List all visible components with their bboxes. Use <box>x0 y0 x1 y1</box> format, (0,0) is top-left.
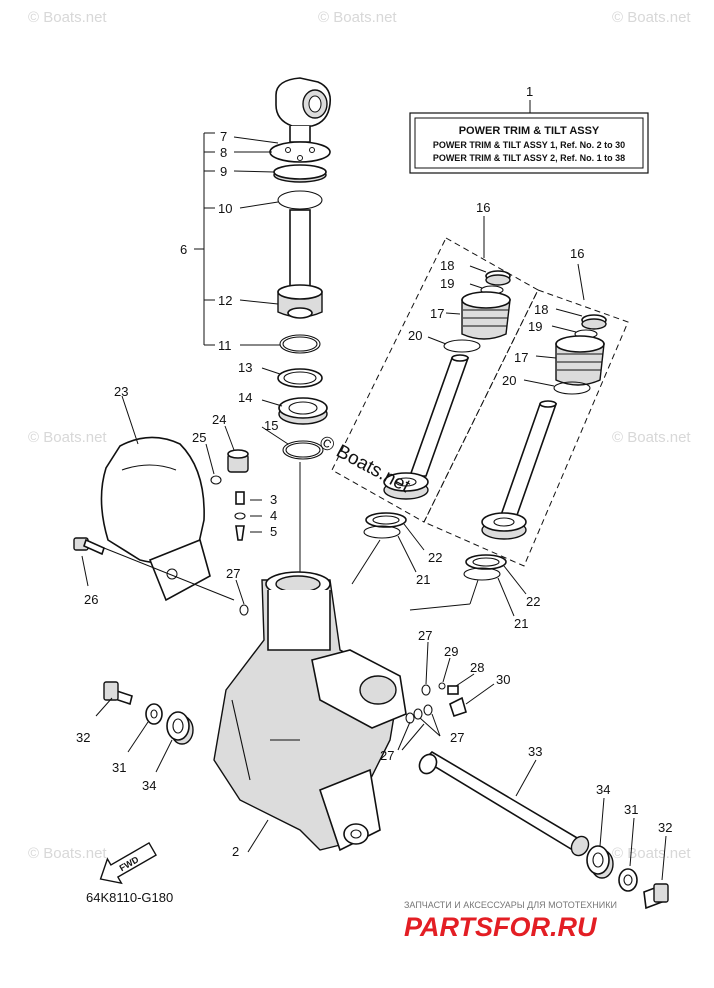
reservoir-cover <box>100 395 211 602</box>
callout-30: 30 <box>496 672 510 687</box>
callout-18a: 18 <box>440 258 454 273</box>
callout-29: 29 <box>444 644 458 659</box>
callout-23: 23 <box>114 384 128 399</box>
title-line-2: POWER TRIM & TILT ASSY 1, Ref. No. 2 to … <box>433 140 625 150</box>
footer-caption: ЗАПЧАСТИ И АКСЕССУАРЫ ДЛЯ МОТОТЕХНИКИ <box>404 900 617 910</box>
small-parts-left <box>205 425 262 541</box>
watermark-top-center: © Boats.net <box>318 9 397 26</box>
bracket-leaders-left <box>194 132 289 445</box>
main-cylinder-body <box>213 571 407 853</box>
callout-19a: 19 <box>440 276 454 291</box>
trim-cylinder-group-1 <box>331 216 539 523</box>
right-hardware <box>586 797 669 910</box>
watermark-bottom-right: © Boats.net <box>612 845 691 862</box>
callout-11: 11 <box>218 338 232 353</box>
callout-3: 3 <box>270 492 277 507</box>
callout-27b: 27 <box>418 628 432 643</box>
callout-31b: 31 <box>624 802 638 817</box>
callout-33: 33 <box>528 744 542 759</box>
diagram-code: 64K8110-G180 <box>86 890 173 905</box>
callout-22b: 22 <box>526 594 540 609</box>
left-hardware <box>73 537 235 773</box>
callout-12: 12 <box>218 293 232 308</box>
tilt-rod-assembly <box>269 77 332 588</box>
callout-19b: 19 <box>528 319 542 334</box>
title-box: 1 POWER TRIM & TILT ASSY POWER TRIM & TI… <box>409 84 649 174</box>
callout-27c: 27 <box>380 748 394 763</box>
callout-13: 13 <box>238 360 252 375</box>
callout-27d: 27 <box>450 730 464 745</box>
watermark-mid-left: © Boats.net <box>28 429 107 446</box>
callout-26: 26 <box>84 592 98 607</box>
callout-14: 14 <box>238 390 252 405</box>
callout-16a: 16 <box>476 200 490 215</box>
seals-21-22 <box>351 512 527 617</box>
callout-20a: 20 <box>408 328 422 343</box>
footer-logo: PARTSFOR.RU <box>404 912 598 942</box>
callout-18b: 18 <box>534 302 548 317</box>
callout-1: 1 <box>526 84 533 99</box>
watermark-top-right: © Boats.net <box>612 9 691 26</box>
callout-32b: 32 <box>658 820 672 835</box>
callout-17b: 17 <box>514 350 528 365</box>
callout-2: 2 <box>232 844 239 859</box>
tilt-pin <box>418 750 590 857</box>
small-parts-right <box>235 579 495 751</box>
callout-21a: 21 <box>416 572 430 587</box>
callout-10: 10 <box>218 201 232 216</box>
callout-9: 9 <box>220 164 227 179</box>
callout-20b: 20 <box>502 373 516 388</box>
callout-16b: 16 <box>570 246 584 261</box>
trim-cylinder-group-2 <box>423 263 629 567</box>
callout-7: 7 <box>220 129 227 144</box>
callout-15: 15 <box>264 418 278 433</box>
callout-8: 8 <box>220 145 227 160</box>
watermark-top-left: © Boats.net <box>28 9 107 26</box>
watermark-bottom-left: © Boats.net <box>28 845 107 862</box>
callout-21b: 21 <box>514 616 528 631</box>
title-line-3: POWER TRIM & TILT ASSY 2, Ref. No. 1 to … <box>433 153 625 163</box>
callout-4: 4 <box>270 508 277 523</box>
callout-5: 5 <box>270 524 277 539</box>
callout-34a: 34 <box>142 778 156 793</box>
callout-25: 25 <box>192 430 206 445</box>
callout-labels: 2 3 4 5 6 7 8 9 10 11 12 13 14 15 16 16 … <box>76 129 672 859</box>
watermarks: © Boats.net © Boats.net © Boats.net © Bo… <box>28 9 691 862</box>
callout-27a: 27 <box>226 566 240 581</box>
footer-brand: ЗАПЧАСТИ И АКСЕССУАРЫ ДЛЯ МОТОТЕХНИКИ PA… <box>404 900 617 942</box>
callout-34b: 34 <box>596 782 610 797</box>
callout-31a: 31 <box>112 760 126 775</box>
callout-28: 28 <box>470 660 484 675</box>
callout-22a: 22 <box>428 550 442 565</box>
callout-6: 6 <box>180 242 187 257</box>
watermark-center: © Boats.net <box>316 432 414 498</box>
callout-17a: 17 <box>430 306 444 321</box>
watermark-mid-right: © Boats.net <box>612 429 691 446</box>
title-line-1: POWER TRIM & TILT ASSY <box>459 125 600 137</box>
callout-32a: 32 <box>76 730 90 745</box>
callout-24: 24 <box>212 412 226 427</box>
